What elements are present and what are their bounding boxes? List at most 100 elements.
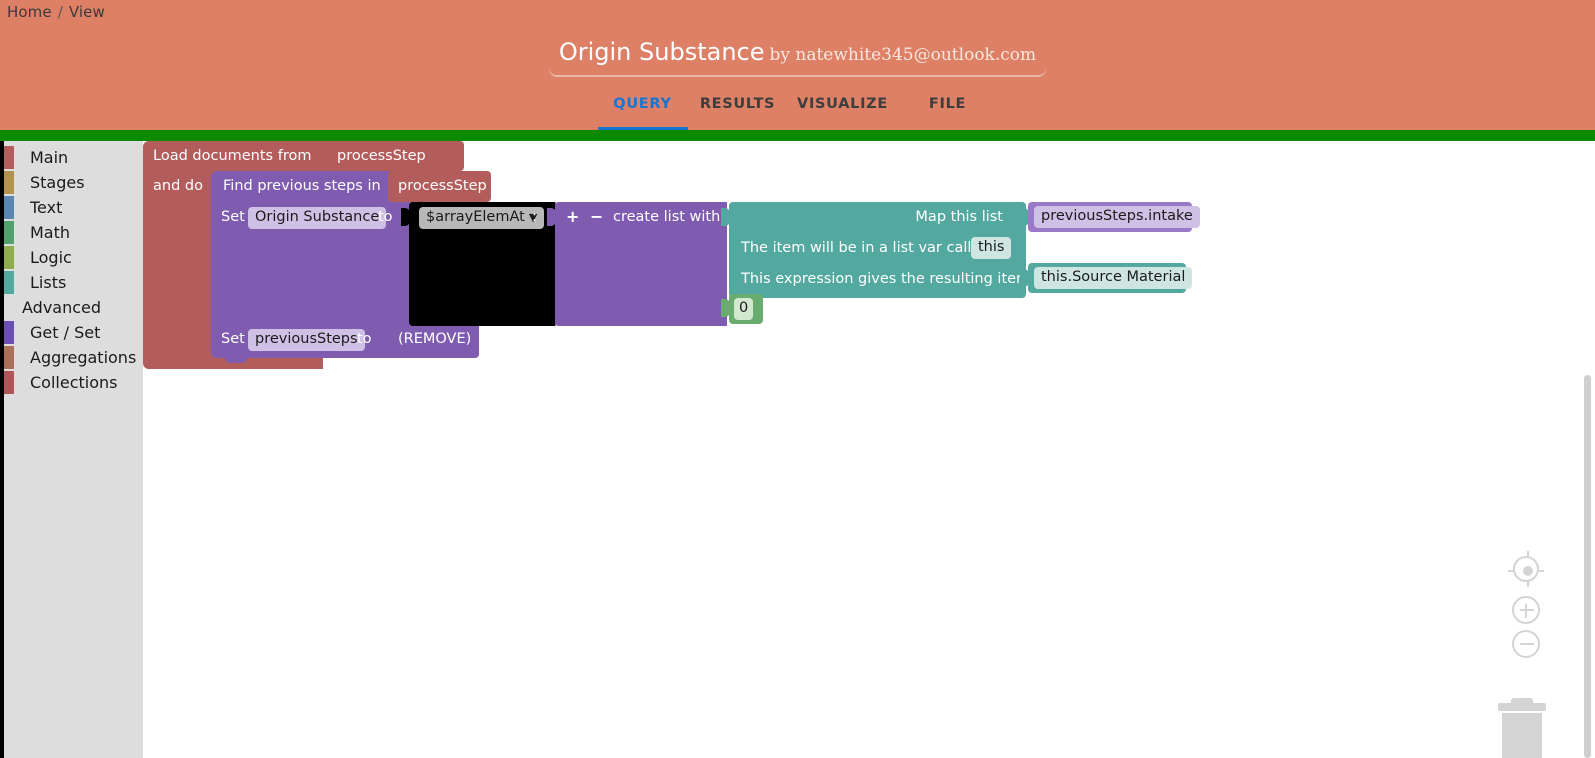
field-previous-steps-variable-text: previousSteps xyxy=(248,329,365,351)
block-find-previous-collection[interactable] xyxy=(388,171,491,202)
tab-file[interactable]: FILE xyxy=(928,96,967,112)
page-author: by natewhite345@outlook.com xyxy=(769,45,1037,65)
sidebar-item-text[interactable]: Text xyxy=(0,195,143,220)
header-rule xyxy=(0,130,1595,141)
sidebar-item-lists[interactable]: Lists xyxy=(0,270,143,295)
block-create-list-with[interactable] xyxy=(555,202,727,326)
input-plug-set-previous-value xyxy=(380,331,389,349)
mutator-add-icon[interactable]: + xyxy=(566,207,580,226)
center-workspace-button[interactable] xyxy=(1508,551,1544,587)
tab-results[interactable]: RESULTS xyxy=(699,96,776,112)
category-swatch-main xyxy=(3,146,14,169)
input-plug-set-origin-value xyxy=(401,208,410,226)
category-swatch-math xyxy=(3,221,14,244)
input-plug-map-this-list xyxy=(721,208,730,226)
input-plug-map-input-list xyxy=(1020,208,1029,226)
field-map-var-name[interactable]: this xyxy=(971,237,1012,259)
field-array-elem-at-text: $arrayElemAt▼ xyxy=(419,207,545,229)
field-previous-steps-intake-text: previousSteps.intake xyxy=(1034,206,1200,228)
sidebar-item-aggregations[interactable]: Aggregations xyxy=(0,345,143,370)
statement-notch-set-origin xyxy=(225,202,247,207)
breadcrumb-home[interactable]: Home xyxy=(7,3,52,21)
sidebar-item-main[interactable]: Main xyxy=(0,145,143,170)
field-this-source-material[interactable]: this.Source Material xyxy=(1034,267,1193,289)
sidebar-group-advanced: Advanced xyxy=(0,295,143,320)
block-remove-value-label: (REMOVE) xyxy=(398,331,472,347)
breadcrumb-separator: / xyxy=(57,3,63,21)
input-plug-create-list xyxy=(547,208,556,226)
block-load-documents-label: Load documents from xyxy=(153,148,312,164)
tab-visualize[interactable]: VISUALIZE xyxy=(797,96,888,112)
field-previous-steps-intake[interactable]: previousSteps.intake xyxy=(1034,206,1200,228)
block-find-previous-collection-label: processStep xyxy=(398,178,487,194)
block-collection-process-step-label: processStep xyxy=(337,148,426,164)
mutator-remove-icon[interactable]: − xyxy=(590,207,604,226)
block-create-list-label: create list with xyxy=(613,209,721,225)
sidebar-item-math[interactable]: Math xyxy=(0,220,143,245)
plus-icon xyxy=(1512,596,1540,624)
trash-icon xyxy=(1502,713,1542,758)
sidebar-item-logic[interactable]: Logic xyxy=(0,245,143,270)
block-find-previous-steps-label: Find previous steps in xyxy=(223,178,381,194)
zoom-out-button[interactable] xyxy=(1512,630,1540,658)
sidebar-item-collections[interactable]: Collections xyxy=(0,370,143,395)
blockly-workspace[interactable]: Load documents from processStep and do F… xyxy=(143,141,1595,758)
field-origin-substance-text: Origin Substance xyxy=(248,207,387,229)
trash-lid xyxy=(1498,703,1546,711)
toolbox-sidebar: Main Stages Text Math Logic Lists Advanc… xyxy=(0,141,143,758)
breadcrumb-current[interactable]: View xyxy=(68,3,105,21)
sidebar-item-get-set[interactable]: Get / Set xyxy=(0,320,143,345)
minus-icon xyxy=(1512,630,1540,658)
sidebar-item-label: Collections xyxy=(30,373,118,392)
block-set-previous-to-label: to xyxy=(357,331,372,347)
workspace-vertical-scrollbar[interactable] xyxy=(1584,375,1591,758)
sidebar-item-label: Stages xyxy=(30,173,85,192)
field-previous-steps-variable[interactable]: previousSteps xyxy=(248,329,365,351)
sidebar-item-label: Text xyxy=(30,198,63,217)
page-title: Origin Substance xyxy=(558,38,765,66)
input-plug-find-previous xyxy=(381,178,390,196)
block-collection-process-step[interactable] xyxy=(327,141,464,171)
tab-bar: QUERY RESULTS VISUALIZE FILE xyxy=(0,92,1595,130)
statement-notch-set-previous xyxy=(225,326,247,331)
block-array-elem-at-colon: : xyxy=(532,209,537,225)
category-swatch-lists xyxy=(3,271,14,294)
field-index-number[interactable]: 0 xyxy=(734,298,754,320)
target-icon xyxy=(1508,551,1544,587)
chevron-down-icon[interactable]: ▼ xyxy=(528,211,538,224)
breadcrumb: Home / View xyxy=(7,3,105,21)
category-swatch-aggregations xyxy=(3,346,14,369)
sidebar-item-stages[interactable]: Stages xyxy=(0,170,143,195)
statement-notch-set-previous-bottom xyxy=(225,358,247,363)
block-map-this-list-label-2: The item will be in a list var called xyxy=(741,240,990,256)
block-set-origin-to-label: to xyxy=(378,209,393,225)
block-map-this-list-label-3: This expression gives the resulting item xyxy=(741,271,1031,287)
field-this-source-material-text: this.Source Material xyxy=(1034,267,1193,289)
zoom-in-button[interactable] xyxy=(1512,596,1540,624)
tab-query[interactable]: QUERY xyxy=(597,92,688,130)
field-index-number-text: 0 xyxy=(734,298,754,320)
category-swatch-stages xyxy=(3,171,14,194)
sidebar-item-label: Advanced xyxy=(22,298,102,317)
category-swatch-collections xyxy=(3,371,14,394)
sidebar-item-label: Math xyxy=(30,223,71,242)
field-array-elem-at-dropdown[interactable]: $arrayElemAt▼ xyxy=(419,207,545,229)
field-origin-substance-variable[interactable]: Origin Substance xyxy=(248,207,387,229)
field-map-var-text: this xyxy=(971,237,1012,259)
block-remove-value[interactable] xyxy=(388,326,479,358)
input-plug-index-number xyxy=(721,299,730,317)
sidebar-item-label: Logic xyxy=(30,248,72,267)
trash-lid-knob xyxy=(1511,698,1533,703)
workspace-left-edge xyxy=(0,141,4,758)
sidebar-item-label: Get / Set xyxy=(30,323,101,342)
sidebar-item-label: Aggregations xyxy=(30,348,137,367)
block-load-documents-and-do: and do xyxy=(153,178,203,194)
category-swatch-text xyxy=(3,196,14,219)
sidebar-item-label: Lists xyxy=(30,273,67,292)
sidebar-item-label: Main xyxy=(30,148,69,167)
field-array-elem-at-operator: $arrayElemAt xyxy=(426,209,525,225)
